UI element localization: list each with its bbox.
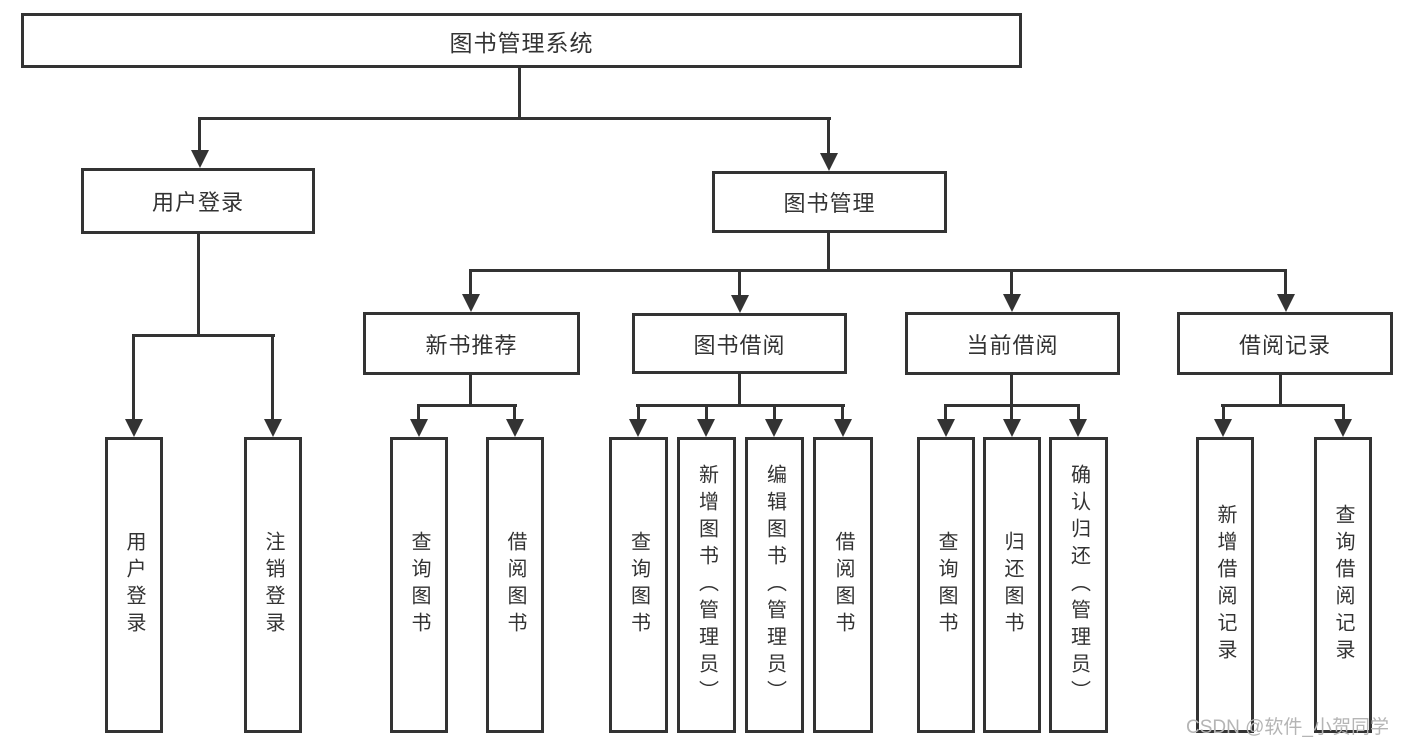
node-book-borrow: 图书借阅 (632, 313, 847, 374)
connector-line (637, 404, 640, 423)
leaf-edit-book-admin: 编辑图书（管理员） (745, 437, 804, 733)
leaf-query-book-3: 查询图书 (917, 437, 975, 733)
leaf-confirm-return-admin: 确认归还（管理员） (1049, 437, 1108, 733)
leaf-query-borrow-record: 查询借阅记录 (1314, 437, 1372, 733)
connector-line (198, 117, 201, 155)
connector-line (132, 334, 275, 337)
connector-line (271, 334, 274, 422)
leaf-query-book-2: 查询图书 (609, 437, 668, 733)
connector-line (469, 375, 472, 406)
arrow-down-icon (1277, 294, 1295, 312)
arrow-down-icon (506, 419, 524, 437)
arrow-down-icon (629, 419, 647, 437)
node-borrow-record: 借阅记录 (1177, 312, 1393, 375)
connector-line (513, 404, 516, 423)
connector-line (1010, 269, 1013, 297)
leaf-borrow-book-1: 借阅图书 (486, 437, 544, 733)
connector-line (469, 269, 472, 297)
leaf-add-book-admin: 新增图书（管理员） (677, 437, 736, 733)
connector-line (132, 334, 135, 422)
connector-line (841, 404, 844, 423)
connector-line (1222, 404, 1225, 423)
leaf-logout: 注销登录 (244, 437, 302, 733)
connector-line (705, 404, 708, 423)
arrow-down-icon (264, 419, 282, 437)
connector-line (197, 234, 200, 337)
connector-line (417, 404, 420, 423)
node-book-management: 图书管理 (712, 171, 947, 233)
connector-line (773, 404, 776, 423)
connector-line (1342, 404, 1345, 423)
arrow-down-icon (820, 153, 838, 171)
connector-line (1221, 404, 1345, 407)
connector-line (636, 404, 845, 407)
node-new-book-recommend: 新书推荐 (363, 312, 580, 375)
arrow-down-icon (834, 419, 852, 437)
connector-line (827, 233, 830, 272)
node-user-login: 用户登录 (81, 168, 315, 234)
arrow-down-icon (191, 150, 209, 168)
arrow-down-icon (765, 419, 783, 437)
leaf-user-login: 用户登录 (105, 437, 163, 733)
connector-line (738, 374, 741, 406)
connector-line (1010, 404, 1013, 423)
arrow-down-icon (410, 419, 428, 437)
connector-line (827, 117, 830, 158)
node-current-borrow: 当前借阅 (905, 312, 1120, 375)
arrow-down-icon (697, 419, 715, 437)
node-root-system: 图书管理系统 (21, 13, 1022, 68)
arrow-down-icon (1069, 419, 1087, 437)
connector-line (518, 68, 521, 119)
arrow-down-icon (937, 419, 955, 437)
arrow-down-icon (1334, 419, 1352, 437)
csdn-watermark: CSDN @软件_小贺同学 (1186, 717, 1389, 738)
connector-line (1279, 375, 1282, 406)
connector-line (469, 269, 1287, 272)
arrow-down-icon (731, 295, 749, 313)
leaf-return-book: 归还图书 (983, 437, 1041, 733)
arrow-down-icon (1003, 294, 1021, 312)
connector-line (417, 404, 517, 407)
arrow-down-icon (1003, 419, 1021, 437)
connector-line (1077, 404, 1080, 423)
connector-line (944, 404, 947, 423)
connector-line (1010, 375, 1013, 406)
connector-line (738, 269, 741, 297)
arrow-down-icon (462, 294, 480, 312)
leaf-borrow-book-2: 借阅图书 (813, 437, 873, 733)
arrow-down-icon (125, 419, 143, 437)
leaf-add-borrow-record: 新增借阅记录 (1196, 437, 1254, 733)
connector-line (1284, 269, 1287, 297)
arrow-down-icon (1214, 419, 1232, 437)
leaf-query-book-1: 查询图书 (390, 437, 448, 733)
connector-line (199, 117, 831, 120)
